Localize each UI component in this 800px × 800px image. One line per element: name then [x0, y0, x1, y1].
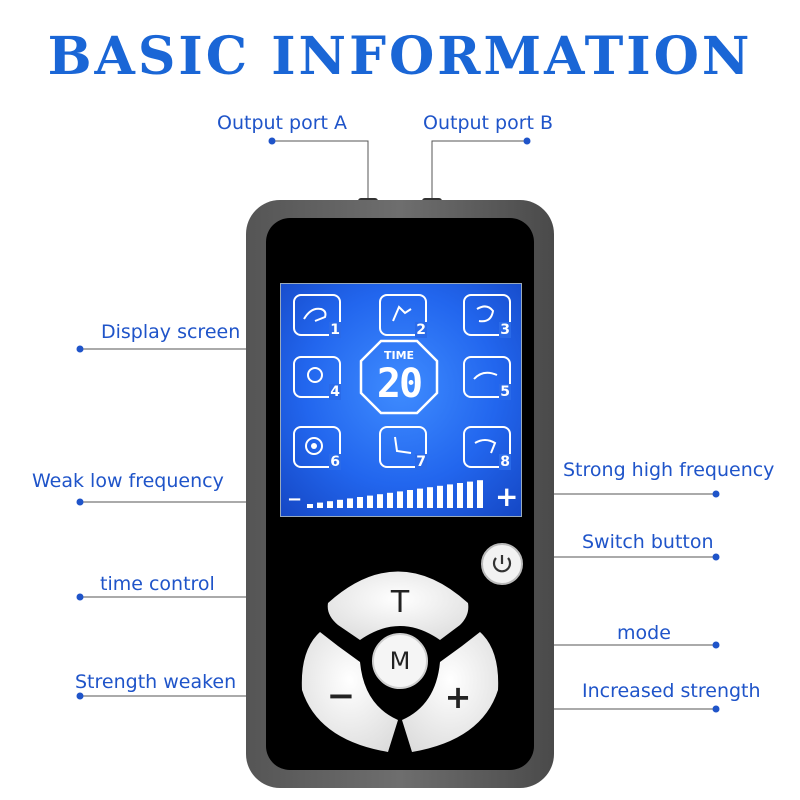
strength-minus-indicator: − [287, 489, 303, 510]
strength-bar-segment [397, 491, 403, 508]
time-value: 20 [376, 361, 423, 407]
label-display-screen: Display screen [101, 321, 241, 343]
scraping-icon [305, 437, 323, 455]
strength-increase-button-label: + [444, 678, 472, 716]
mode-button[interactable] [372, 633, 428, 689]
time-button[interactable] [327, 571, 469, 641]
label-output-port-b: Output port B [423, 112, 554, 134]
kneading-icon [476, 305, 495, 323]
strength-plus-indicator: + [495, 480, 519, 513]
power-button[interactable] [481, 543, 523, 585]
strength-bar-segment [357, 497, 363, 508]
strength-bar-segment [407, 490, 413, 508]
back-massage-icon [473, 371, 498, 380]
label-time-control: time control [100, 573, 215, 595]
label-increased-strength: Increased strength [582, 680, 761, 702]
mode-icon-3: 3 [463, 294, 511, 338]
strength-bar-segment [317, 502, 323, 508]
label-strength-weaken: Strength weaken [75, 671, 237, 693]
page-title: BASIC INFORMATION [47, 26, 753, 87]
tapping-icon [392, 305, 412, 322]
mode-icon-5: 5 [463, 356, 511, 400]
strength-bar-segment [427, 487, 433, 508]
shoulder-icon [307, 367, 323, 383]
strength-bar [307, 480, 483, 508]
strength-bar-segment [417, 488, 423, 508]
strength-bar-segment [307, 504, 313, 508]
label-switch-button: Switch button [582, 531, 714, 553]
strength-bar-segment [447, 484, 453, 508]
mode-icon-7: 7 [379, 426, 427, 470]
strength-bar-segment [327, 501, 333, 508]
leader-line-output-a [272, 140, 369, 200]
strength-increase-button[interactable] [402, 632, 499, 752]
mode-icon-8: 8 [463, 426, 511, 470]
label-mode: mode [617, 622, 671, 644]
mode-icon-4: 4 [293, 356, 341, 400]
time-frame-icon [359, 339, 439, 415]
strength-bar-segment [347, 498, 353, 508]
mode-button-label: M [389, 647, 411, 675]
strength-bar-segment [387, 492, 393, 508]
time-label: TIME [383, 349, 415, 362]
strength-bar-segment [477, 480, 483, 508]
acupuncture-icon [474, 439, 497, 454]
mode-icon-6: 6 [293, 426, 341, 470]
power-icon [492, 555, 512, 573]
mode-icon-2: 2 [379, 294, 427, 338]
strength-bar-segment [367, 495, 373, 508]
strength-bar-segment [467, 481, 473, 508]
strength-weaken-button-label: − [326, 676, 356, 716]
time-display: TIME 20 [359, 339, 439, 415]
display-screen: 1 2 3 4 5 6 7 8 TIME 20 − + [280, 283, 522, 517]
strength-bar-segment [337, 499, 343, 508]
foot-massage-icon [394, 436, 412, 454]
label-output-port-a: Output port A [217, 112, 348, 134]
strength-bar-segment [377, 494, 383, 508]
mode-icon-1: 1 [293, 294, 341, 338]
time-button-label: T [390, 585, 410, 620]
label-weak-low-frequency: Weak low frequency [32, 470, 224, 492]
leader-line-output-b [431, 140, 527, 200]
strength-bar-segment [457, 483, 463, 508]
hand-massage-icon [303, 307, 327, 322]
strength-bar-segment [437, 485, 443, 508]
strength-weaken-button[interactable] [301, 632, 398, 752]
label-strong-high-frequency: Strong high frequency [563, 459, 775, 481]
